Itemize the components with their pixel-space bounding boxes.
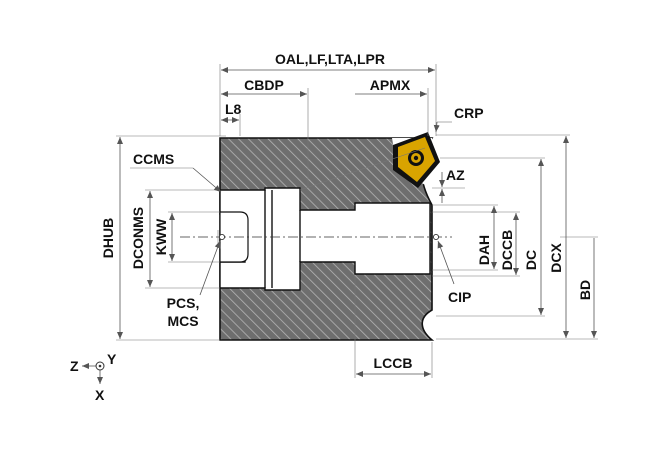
dc-label: DC xyxy=(523,250,539,270)
cbdp-label: CBDP xyxy=(244,77,284,93)
pcs-label: PCS, xyxy=(167,295,200,311)
mcs-label: MCS xyxy=(167,313,198,329)
extension-lines xyxy=(116,64,598,378)
pcs-point-marker xyxy=(218,233,226,241)
kww-label: KWW xyxy=(153,218,169,255)
dhub-label: DHUB xyxy=(100,218,116,258)
oal-label: OAL,LF,LTA,LPR xyxy=(275,51,385,67)
coordinate-system: Z Y X xyxy=(70,351,117,403)
dccb-label: DCCB xyxy=(499,230,515,270)
l8-label: L8 xyxy=(225,101,242,117)
bd-label: BD xyxy=(577,280,593,300)
crp-label: CRP xyxy=(454,105,484,121)
cip-label: CIP xyxy=(448,289,471,305)
cip-point-marker xyxy=(432,233,440,241)
y-axis-label: Y xyxy=(107,351,117,367)
lccb-label: LCCB xyxy=(374,355,413,371)
apmx-label: APMX xyxy=(370,77,411,93)
dcx-label: DCX xyxy=(548,243,564,273)
leader-lines xyxy=(130,121,455,296)
ccms-label: CCMS xyxy=(133,151,174,167)
dah-label: DAH xyxy=(476,235,492,265)
cutting-insert xyxy=(393,132,440,188)
dconms-label: DCONMS xyxy=(130,207,146,269)
dimension-lines xyxy=(117,67,597,377)
x-axis-label: X xyxy=(95,387,105,403)
az-label: AZ xyxy=(446,167,465,183)
z-axis-label: Z xyxy=(70,358,79,374)
